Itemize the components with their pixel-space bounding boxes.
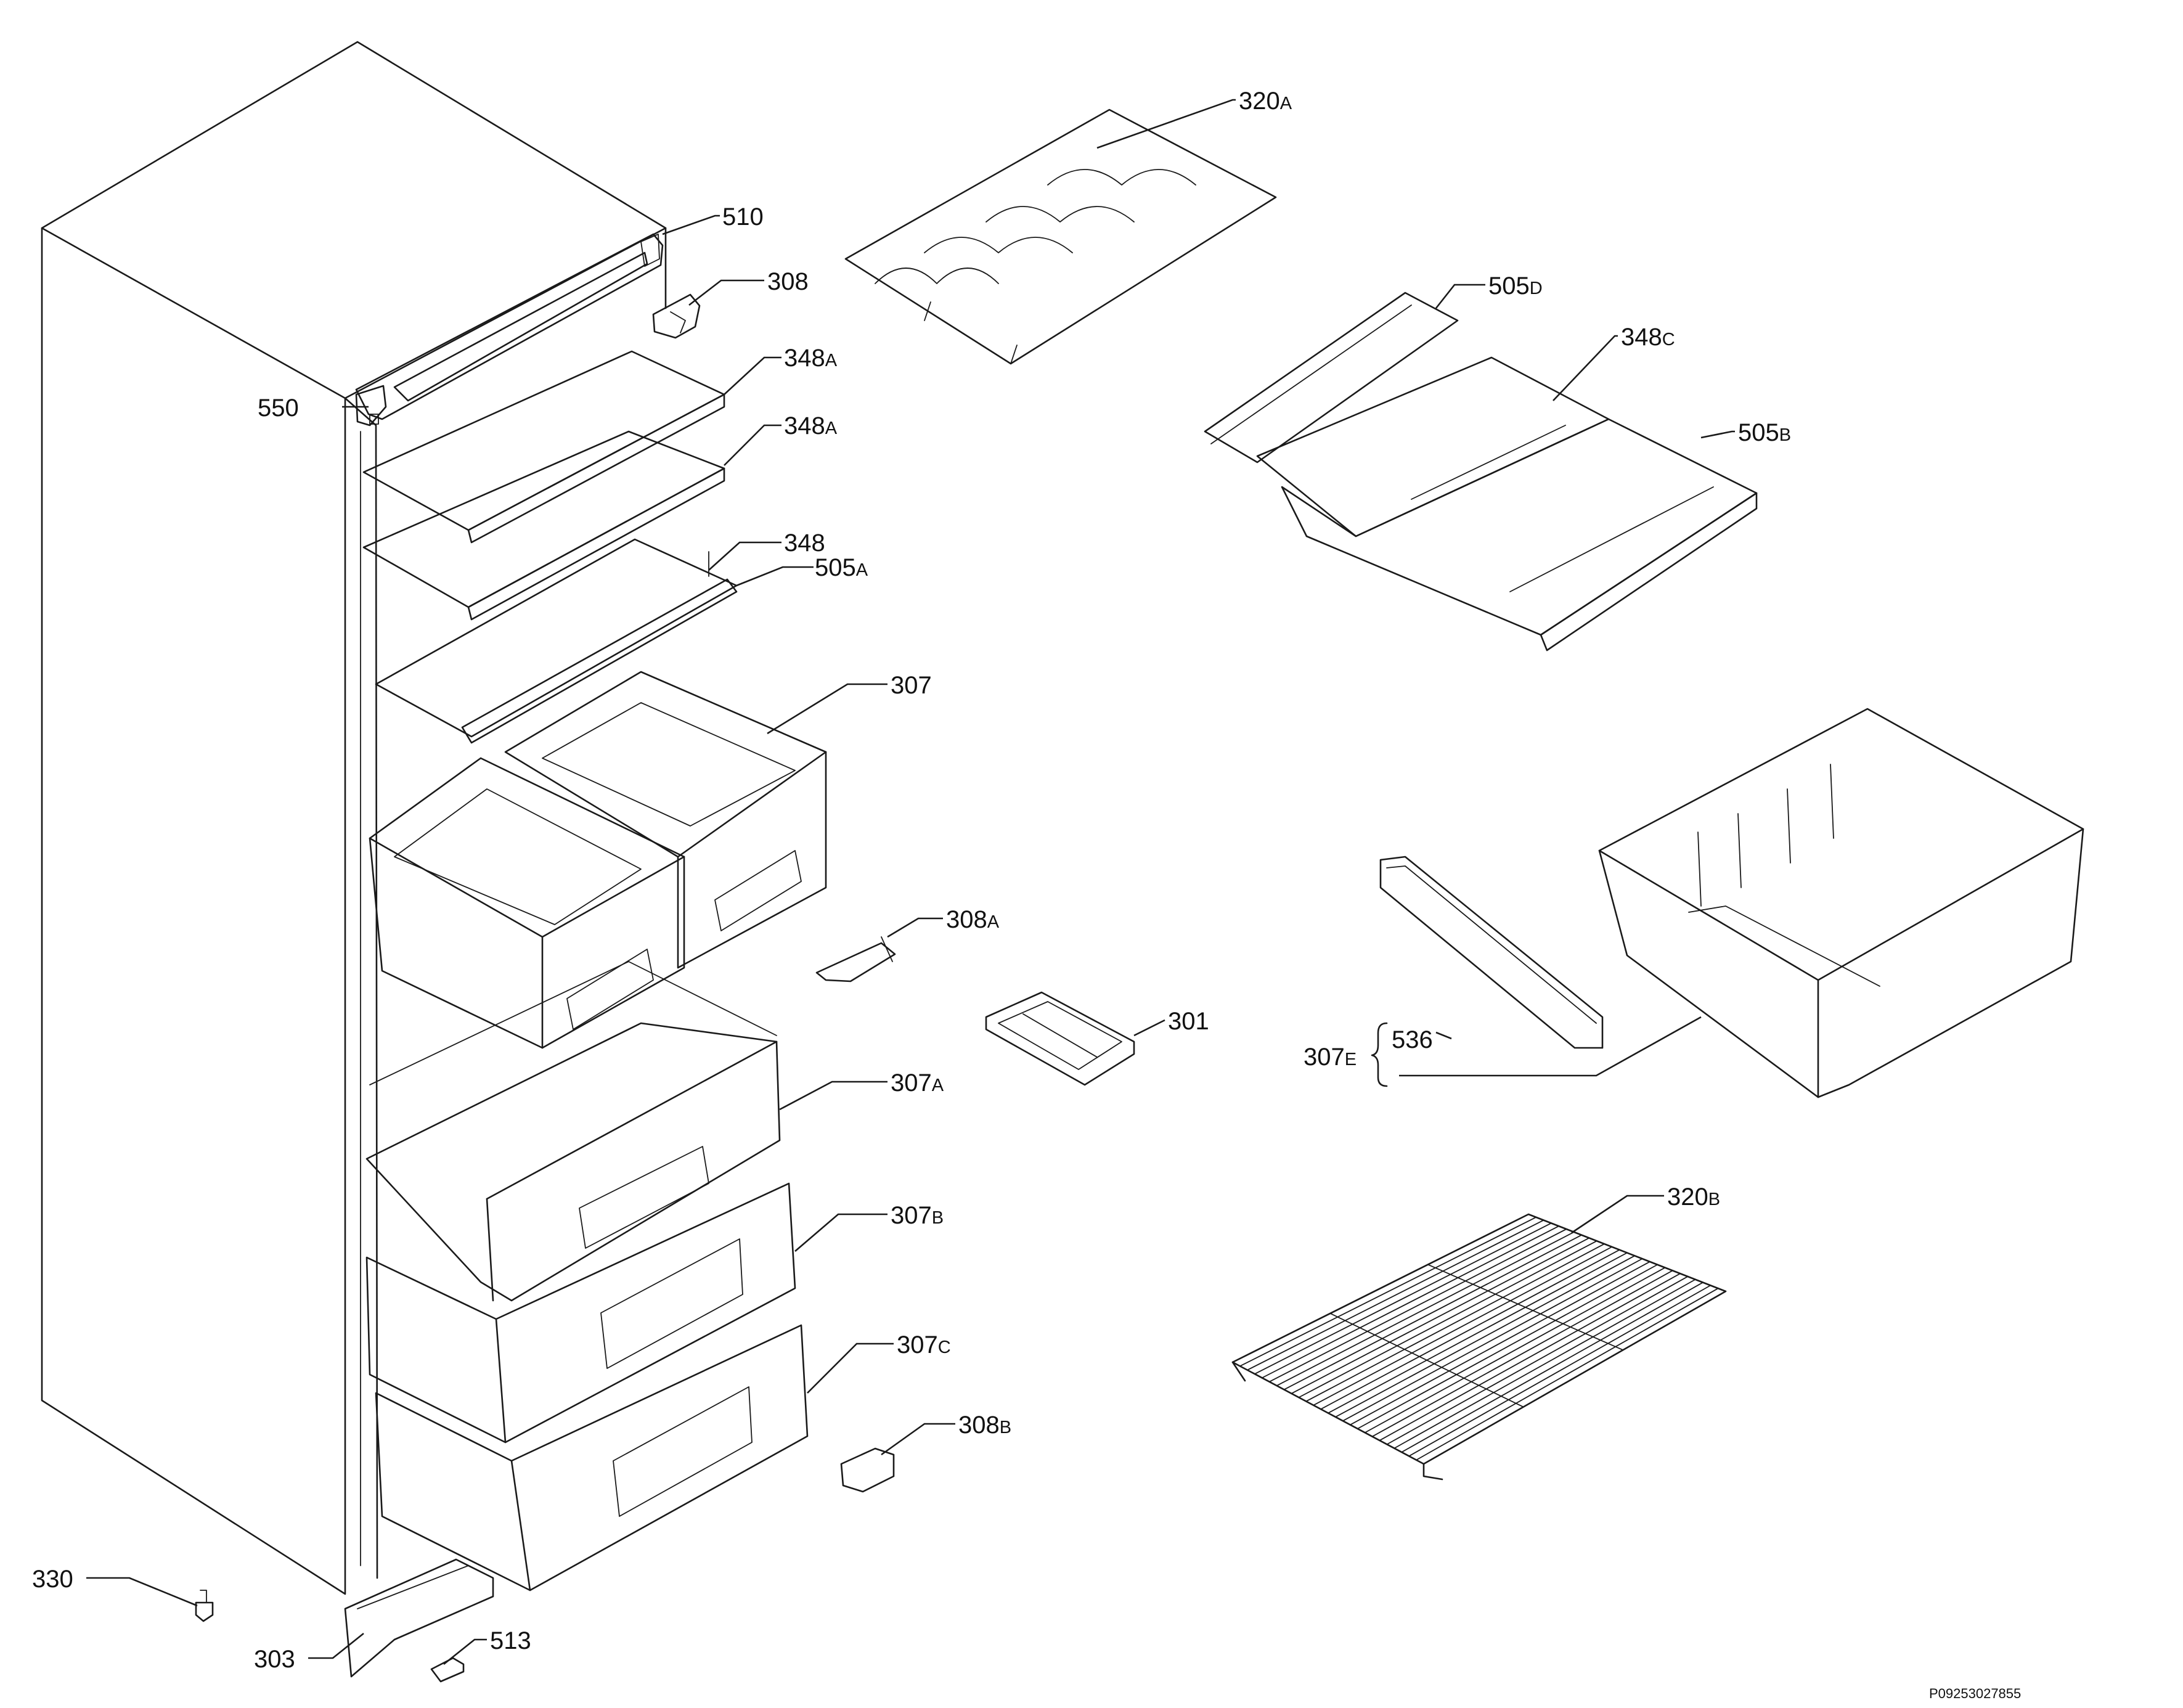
wire-rod [1291,1237,1590,1394]
label-505a: 505A [815,554,868,581]
part-320a-bottle-rack [844,108,1277,365]
part-550-bracket [355,385,387,427]
wire-rod [1379,1273,1681,1441]
part-301-ice-tray [985,991,1135,1086]
label-348: 348 [784,529,825,557]
wire-rod [1416,1288,1719,1461]
part-307e-freezer-bin [1598,708,2084,1098]
wire-rod [1357,1264,1659,1429]
part-330-foot-screw [195,1590,214,1622]
wire-rod [1393,1278,1696,1449]
part-510-top-trim [355,233,664,420]
label-505d: 505D [1488,272,1543,300]
label-308a: 308A [946,906,1000,933]
wire-crossbar [1329,1312,1524,1408]
cabinet [41,41,667,1595]
wire-rod [1371,1270,1673,1437]
part-348a-shelf-lower [362,430,725,621]
label-348a-upper: 348A [784,345,838,372]
wire-rod [1349,1261,1651,1426]
wire-rod [1276,1231,1575,1386]
label-536: 536 [1392,1026,1433,1053]
wire-rod [1408,1285,1712,1457]
label-308b: 308B [958,1412,1011,1439]
wire-rod [1283,1234,1583,1391]
label-301: 301 [1168,1008,1209,1035]
label-330: 330 [32,1566,73,1593]
label-320a: 320A [1239,88,1292,115]
label-348a-lower: 348A [784,412,838,439]
label-307b: 307B [891,1202,944,1229]
leader-lines [86,99,1735,1665]
wire-rod [1261,1225,1560,1379]
wire-rod [1305,1243,1605,1402]
label-308: 308 [767,268,809,295]
part-308b-hinge [840,1447,895,1493]
wire-rod [1239,1216,1537,1367]
part-320b-wire-shelf [1231,1213,1727,1481]
wire-rod [1298,1240,1597,1399]
wire-rod [1320,1249,1620,1410]
wire-rod [1246,1219,1544,1371]
label-348c: 348C [1621,324,1675,351]
part-308a-hinge [815,936,896,983]
wire-crossbar [1427,1264,1624,1351]
part-505d-shelf-trim [1204,292,1459,464]
wire-rod [1268,1228,1567,1383]
label-320b: 320B [1667,1183,1720,1211]
part-307a-freezer-drawer [365,961,781,1302]
label-510: 510 [722,203,764,231]
label-307e: 307E [1304,1044,1357,1071]
wire-rod [1313,1246,1613,1406]
part-505b-shelf-frame [1281,418,1758,652]
label-307c: 307C [897,1331,951,1359]
part-303-plinth [344,1558,494,1678]
label-513: 513 [490,1627,531,1654]
wire-rod [1364,1267,1666,1434]
part-348c-glass-shelf [1256,356,1610,537]
wire-rod [1386,1276,1689,1445]
wire-rod [1401,1281,1704,1453]
wire-rod [1328,1252,1628,1414]
wire-rod [1342,1258,1643,1422]
part-307b-freezer-drawer [365,1182,796,1444]
part-307c-freezer-drawer [375,1324,809,1592]
part-536-divider [1379,856,1604,1049]
wire-rod [1254,1222,1552,1375]
document-id: P09253027855 [1929,1686,2021,1701]
label-307a: 307A [891,1069,944,1097]
label-307: 307 [891,672,932,699]
brace-307e [1371,1022,1388,1087]
part-308-hinge-clip [652,293,701,339]
part-307-crisper-drawer-back [504,671,827,969]
part-348-shelf-with-trim [375,538,738,744]
label-505b: 505B [1738,419,1791,446]
label-303: 303 [254,1646,295,1673]
label-550: 550 [258,394,299,422]
wire-rod [1335,1255,1636,1418]
callout-labels: 510 308 348A 348A 550 348 505A 307 308A … [32,88,1791,1673]
